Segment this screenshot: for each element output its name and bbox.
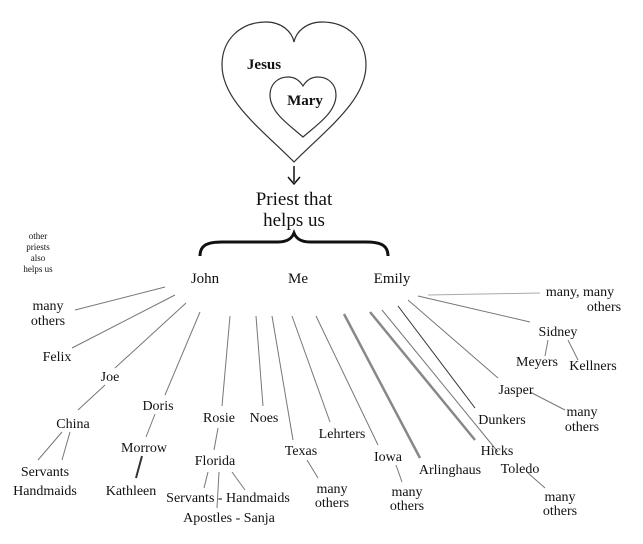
line-sidney (417, 295, 531, 323)
node-meyers: Meyers (516, 355, 558, 370)
node-jasper: Jasper (499, 383, 534, 398)
side-note: other priests also helps us (23, 231, 53, 274)
line-toledo (381, 309, 499, 453)
line-texas-many (306, 459, 319, 479)
side-note-line: other (29, 231, 48, 241)
node-kathleen: Kathleen (106, 484, 157, 499)
jesus-label: Jesus (247, 57, 281, 73)
inner-heart-shape (269, 76, 337, 138)
line-rosie (221, 315, 231, 407)
line-texas (271, 315, 294, 441)
line-many-many-others (427, 292, 541, 296)
node-rosie: Rosie (203, 411, 235, 426)
node-kellners: Kellners (569, 359, 616, 374)
line-toledo-many (527, 472, 546, 489)
line-florida-handmaids (231, 471, 246, 491)
node-texas-many-others: others (315, 496, 349, 511)
line-joe (114, 302, 187, 369)
priest-label-line2: helps us (263, 210, 325, 231)
node-jasper-many-others: others (565, 420, 599, 435)
node-china: China (56, 417, 90, 432)
node-many-others-left: others (31, 314, 65, 329)
node-felix: Felix (43, 350, 72, 365)
line-arlinghaus (342, 313, 422, 459)
node-noes: Noes (250, 411, 279, 426)
node-iowa-many-others: many (391, 485, 422, 500)
line-iowa (315, 315, 379, 446)
down-arrow-icon (287, 166, 301, 186)
line-florida-apostles (216, 471, 220, 509)
line-rosie-florida (213, 427, 219, 451)
curly-brace (198, 228, 390, 257)
node-lehrters: Lehrters (319, 427, 366, 442)
node-texas-many-others: many (316, 482, 347, 497)
node-texas: Texas (285, 444, 317, 459)
line-china-handmaids (61, 431, 71, 461)
node-many-others-left: many (32, 299, 63, 314)
node-me: Me (288, 271, 308, 287)
line-china-servants (37, 431, 63, 461)
priest-label-line1: Priest that (256, 189, 333, 210)
outer-heart-shape (221, 21, 367, 163)
line-morrow-kathleen (135, 455, 143, 479)
line-lehrters (291, 315, 331, 423)
side-note-line: priests (26, 242, 50, 252)
node-dunkers: Dunkers (478, 413, 525, 428)
node-arlinghaus: Arlinghaus (419, 463, 481, 478)
line-many-others-left (74, 286, 166, 311)
node-joe: Joe (101, 370, 120, 385)
line-sidney-meyers (544, 339, 549, 357)
node-hicks: Hicks (481, 444, 514, 459)
node-toledo-many-others: many (544, 490, 575, 505)
node-many-many-others: many, many (546, 285, 614, 300)
line-florida-servants (203, 471, 209, 489)
node-jasper-many-others: many (566, 405, 597, 420)
line-joe-china (77, 384, 106, 411)
side-note-line: helps us (23, 264, 53, 274)
line-hicks (369, 311, 476, 441)
node-servants: Servants (21, 465, 69, 480)
node-many-many-others: others (587, 300, 621, 315)
side-note-line: also (31, 253, 46, 263)
mary-label: Mary (287, 93, 323, 109)
line-iowa-many (395, 464, 403, 483)
line-felix (71, 294, 176, 349)
node-sidney: Sidney (539, 325, 578, 340)
line-noes (255, 315, 264, 407)
connector-lines (37, 286, 579, 509)
line-doris (164, 311, 201, 396)
node-servants-handmaids: Servants - Handmaids (166, 491, 290, 506)
node-doris: Doris (142, 399, 173, 414)
node-apostles-sanja: Apostles - Sanja (183, 511, 276, 526)
node-emily: Emily (374, 271, 411, 287)
node-handmaids: Handmaids (13, 484, 77, 499)
line-jasper (407, 299, 499, 379)
node-toledo: Toledo (501, 462, 540, 477)
node-john: John (191, 271, 220, 287)
line-dunkers (397, 305, 476, 409)
line-sidney-kellners (567, 339, 579, 361)
node-iowa: Iowa (374, 450, 403, 465)
line-doris-morrow (145, 413, 156, 438)
node-morrow: Morrow (121, 441, 168, 456)
line-jasper-many (529, 391, 566, 411)
node-florida: Florida (195, 454, 236, 469)
node-iowa-many-others: others (390, 499, 424, 514)
node-toledo-many-others: others (543, 504, 577, 519)
